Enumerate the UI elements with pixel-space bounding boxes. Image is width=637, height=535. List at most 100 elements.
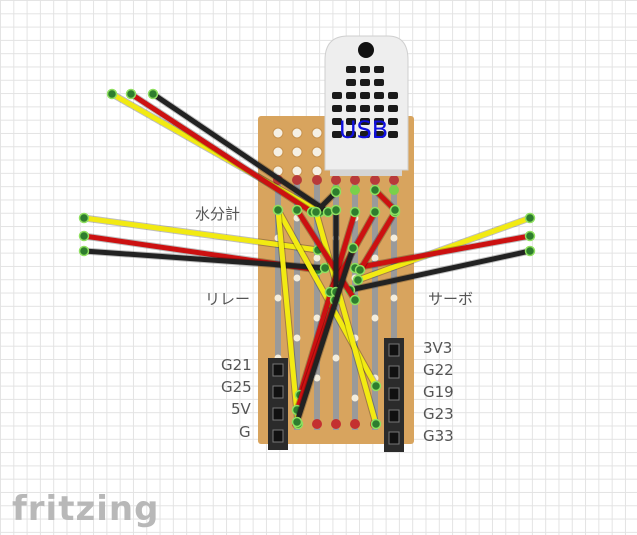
- wire-end: [354, 264, 366, 276]
- left-header-label: G21: [221, 356, 252, 374]
- header-pin: [272, 429, 284, 443]
- strip-end-top: [331, 175, 341, 185]
- wire-body: [294, 245, 356, 425]
- humidity-sensor: USB: [324, 35, 409, 195]
- wire-end: [78, 245, 90, 257]
- board-hole: [313, 374, 321, 382]
- copper-strip: [275, 182, 281, 430]
- wire-body: [275, 207, 301, 427]
- board-hole: [311, 146, 323, 158]
- board-hole: [313, 254, 321, 262]
- board-hole: [371, 254, 379, 262]
- label-relay: リレー: [205, 290, 250, 308]
- sensor-vent: [346, 92, 356, 99]
- sensor-vent: [374, 66, 384, 73]
- sensor-vent: [388, 118, 398, 125]
- sensor-vent: [346, 79, 356, 86]
- wire-body: [313, 209, 379, 427]
- sensor-vent: [374, 118, 384, 125]
- sensor-vent: [360, 66, 370, 73]
- strip-end-top: [292, 175, 302, 185]
- wire-end: [524, 230, 536, 242]
- strip-end-top: [350, 175, 360, 185]
- sensor-vent: [360, 92, 370, 99]
- sensor-mount-hole: [358, 42, 374, 58]
- left-header-label: G: [239, 423, 251, 441]
- sensor-vent: [346, 105, 356, 112]
- copper-strip: [314, 182, 320, 430]
- wire-end: [369, 206, 381, 218]
- board-hole: [313, 314, 321, 322]
- board-hole: [293, 334, 301, 342]
- board-hole: [293, 274, 301, 282]
- wire-end: [369, 184, 381, 196]
- wire-end: [370, 380, 382, 392]
- board-hole: [311, 127, 323, 139]
- wire-body: [150, 91, 331, 215]
- sensor-vent: [360, 118, 370, 125]
- strip-end-bottom: [350, 419, 360, 429]
- board-hole: [291, 146, 303, 158]
- strip-end-bottom: [312, 419, 322, 429]
- wire-end: [330, 204, 342, 216]
- sensor-vent: [374, 131, 384, 138]
- copper-strip: [391, 182, 397, 430]
- header-pin: [272, 363, 284, 377]
- sensor-vent: [346, 66, 356, 73]
- jumper-wires: [78, 88, 536, 430]
- right-header-label: G23: [423, 405, 454, 423]
- wire-body: [297, 209, 358, 398]
- header-pin: [388, 409, 400, 423]
- wire-end: [524, 212, 536, 224]
- sensor-vent: [374, 79, 384, 86]
- wire-red: [369, 184, 401, 216]
- board-hole: [272, 146, 284, 158]
- label-servo: サーボ: [428, 290, 473, 308]
- sensor-vent: [360, 105, 370, 112]
- board-hole: [291, 165, 303, 177]
- sensor-vent: [388, 105, 398, 112]
- wire-black: [291, 242, 359, 428]
- board-hole: [272, 127, 284, 139]
- wire-end: [147, 88, 159, 100]
- wire-body: [294, 207, 358, 303]
- sensor-vent: [374, 92, 384, 99]
- strip-end-bottom: [331, 419, 341, 429]
- sensor-vent: [374, 105, 384, 112]
- board-hole: [390, 234, 398, 242]
- wire-end: [347, 242, 359, 254]
- wire-end: [389, 204, 401, 216]
- header-pin: [388, 387, 400, 401]
- wire-yellow: [352, 212, 536, 286]
- board-hole: [390, 294, 398, 302]
- strip-end-top: [370, 175, 380, 185]
- sensor-vent: [388, 92, 398, 99]
- wire-body: [355, 215, 533, 283]
- wire-end: [78, 212, 90, 224]
- wire-end: [352, 274, 364, 286]
- wire-yellow: [310, 206, 382, 430]
- sensor-vent: [332, 92, 342, 99]
- wire-yellow: [272, 204, 304, 430]
- wire-end: [106, 88, 118, 100]
- sensor-vent: [388, 131, 398, 138]
- header-body: [268, 358, 288, 450]
- sensor-vent: [332, 105, 342, 112]
- wire-end: [349, 294, 361, 306]
- board-hole: [311, 165, 323, 177]
- strip-end-top: [389, 175, 399, 185]
- sensor-label: USB: [339, 116, 388, 144]
- wire-body: [352, 233, 533, 271]
- sensor-vent: [346, 131, 356, 138]
- header-pin: [272, 407, 284, 421]
- header-pin: [388, 365, 400, 379]
- wire-end: [330, 186, 342, 198]
- copper-strip: [372, 182, 378, 430]
- right-header-label: G19: [423, 383, 454, 401]
- wire-red: [291, 204, 361, 306]
- wire-body: [128, 91, 315, 215]
- wire-end: [291, 416, 303, 428]
- board-hole: [332, 354, 340, 362]
- board-hole: [371, 314, 379, 322]
- sensor-vent: [332, 131, 342, 138]
